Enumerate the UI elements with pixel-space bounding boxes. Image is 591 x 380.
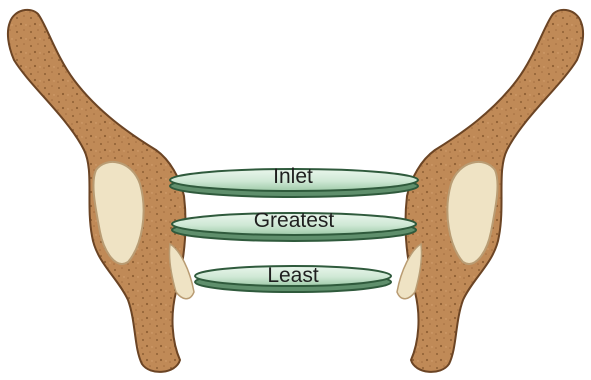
plane-inlet: Inlet	[170, 165, 418, 197]
plane-least: Least	[195, 264, 391, 292]
plane-greatest: Greatest	[172, 209, 416, 241]
plane-label-greatest: Greatest	[254, 209, 335, 232]
plane-label-least: Least	[267, 264, 319, 287]
right-hip-bone	[397, 10, 583, 372]
left-hip-bone	[8, 10, 194, 372]
plane-label-inlet: Inlet	[273, 165, 313, 188]
